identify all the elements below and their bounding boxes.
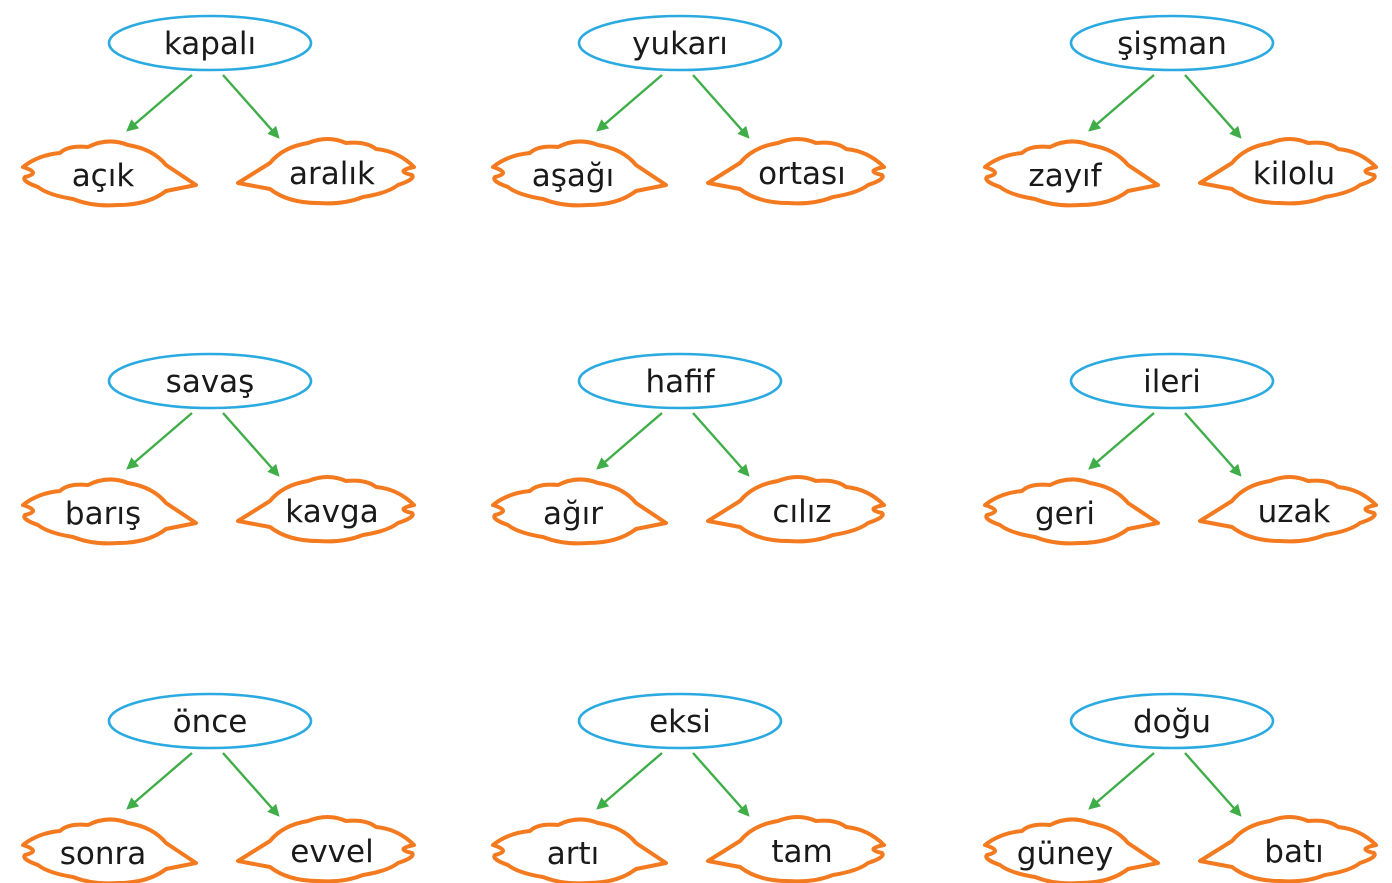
right-leaf-shape <box>236 137 416 206</box>
top-word: yukarı <box>632 26 728 62</box>
left-leaf-shape <box>21 139 198 208</box>
top-word: önce <box>173 704 248 740</box>
arrow-left <box>126 412 193 470</box>
arrow-left <box>126 752 193 810</box>
top-word: şişman <box>1117 26 1227 62</box>
arrow-right <box>222 74 280 139</box>
top-word: hafif <box>645 364 715 400</box>
top-word-oval <box>577 692 783 750</box>
top-word: ileri <box>1143 364 1201 400</box>
word-group: kapalı açık aralık <box>21 14 416 208</box>
arrow-left <box>126 74 193 132</box>
word-groups: kapalı açık aralık yukarı aşağı ortası şişman z… <box>21 14 1378 883</box>
arrow-right <box>692 752 750 817</box>
left-answer-word: barış <box>65 496 141 532</box>
right-leaf-shape <box>706 137 886 206</box>
arrow-right <box>692 412 750 477</box>
left-answer-word: güney <box>1017 836 1113 872</box>
word-group: doğu güney batı <box>983 692 1378 883</box>
word-group: eksi artı tam <box>491 692 886 883</box>
top-word: savaş <box>166 364 255 400</box>
right-leaf-shape <box>1198 475 1378 544</box>
arrow-left <box>1088 412 1155 470</box>
right-leaf-shape <box>1198 815 1378 883</box>
right-leaf-shape <box>236 815 416 883</box>
left-answer-word: açık <box>72 158 135 194</box>
left-leaf-shape <box>21 477 198 546</box>
right-answer-word: kavga <box>285 494 378 530</box>
right-answer-word: evvel <box>290 834 373 870</box>
right-leaf-shape <box>1198 137 1378 206</box>
top-word-oval <box>107 14 313 72</box>
top-word: kapalı <box>164 26 256 62</box>
top-word: eksi <box>649 704 711 740</box>
top-word-oval <box>1069 14 1275 72</box>
top-word-oval <box>577 14 783 72</box>
left-leaf-shape <box>491 477 668 546</box>
arrow-left <box>596 412 663 470</box>
right-leaf-shape <box>706 475 886 544</box>
top-word-oval <box>1069 352 1275 410</box>
arrow-right <box>222 412 280 477</box>
arrow-left <box>596 752 663 810</box>
arrow-left <box>1088 752 1155 810</box>
left-leaf-shape <box>983 139 1160 208</box>
right-leaf-shape <box>706 815 886 883</box>
top-word-oval <box>1069 692 1275 750</box>
right-answer-word: uzak <box>1258 494 1331 530</box>
right-answer-word: cılız <box>772 494 831 530</box>
right-answer-word: batı <box>1264 834 1323 870</box>
arrow-right <box>1184 412 1242 477</box>
arrow-right <box>1184 752 1242 817</box>
arrow-left <box>1088 74 1155 132</box>
left-leaf-shape <box>983 817 1160 883</box>
left-answer-word: aşağı <box>532 158 614 194</box>
right-answer-word: ortası <box>758 156 846 192</box>
left-leaf-shape <box>983 477 1160 546</box>
right-answer-word: aralık <box>289 156 375 192</box>
arrow-right <box>1184 74 1242 139</box>
word-group: ileri geri uzak <box>983 352 1378 546</box>
left-leaf-shape <box>491 817 668 883</box>
arrow-right <box>692 74 750 139</box>
left-answer-word: ağır <box>543 496 603 532</box>
left-answer-word: geri <box>1035 496 1095 532</box>
left-answer-word: zayıf <box>1028 158 1102 194</box>
right-answer-word: kilolu <box>1253 156 1335 192</box>
top-word-oval <box>577 352 783 410</box>
right-answer-word: tam <box>771 834 832 870</box>
arrow-right <box>222 752 280 817</box>
arrow-left <box>596 74 663 132</box>
left-leaf-shape <box>21 817 198 883</box>
word-group: hafif ağır cılız <box>491 352 886 546</box>
left-leaf-shape <box>491 139 668 208</box>
top-word-oval <box>107 352 313 410</box>
word-group: yukarı aşağı ortası <box>491 14 886 208</box>
top-word: doğu <box>1133 704 1211 740</box>
left-answer-word: artı <box>547 836 600 872</box>
word-group: önce sonra evvel <box>21 692 416 883</box>
word-group: şişman zayıf kilolu <box>983 14 1378 208</box>
right-leaf-shape <box>236 475 416 544</box>
top-word-oval <box>107 692 313 750</box>
left-answer-word: sonra <box>60 836 147 872</box>
word-group: savaş barış kavga <box>21 352 416 546</box>
